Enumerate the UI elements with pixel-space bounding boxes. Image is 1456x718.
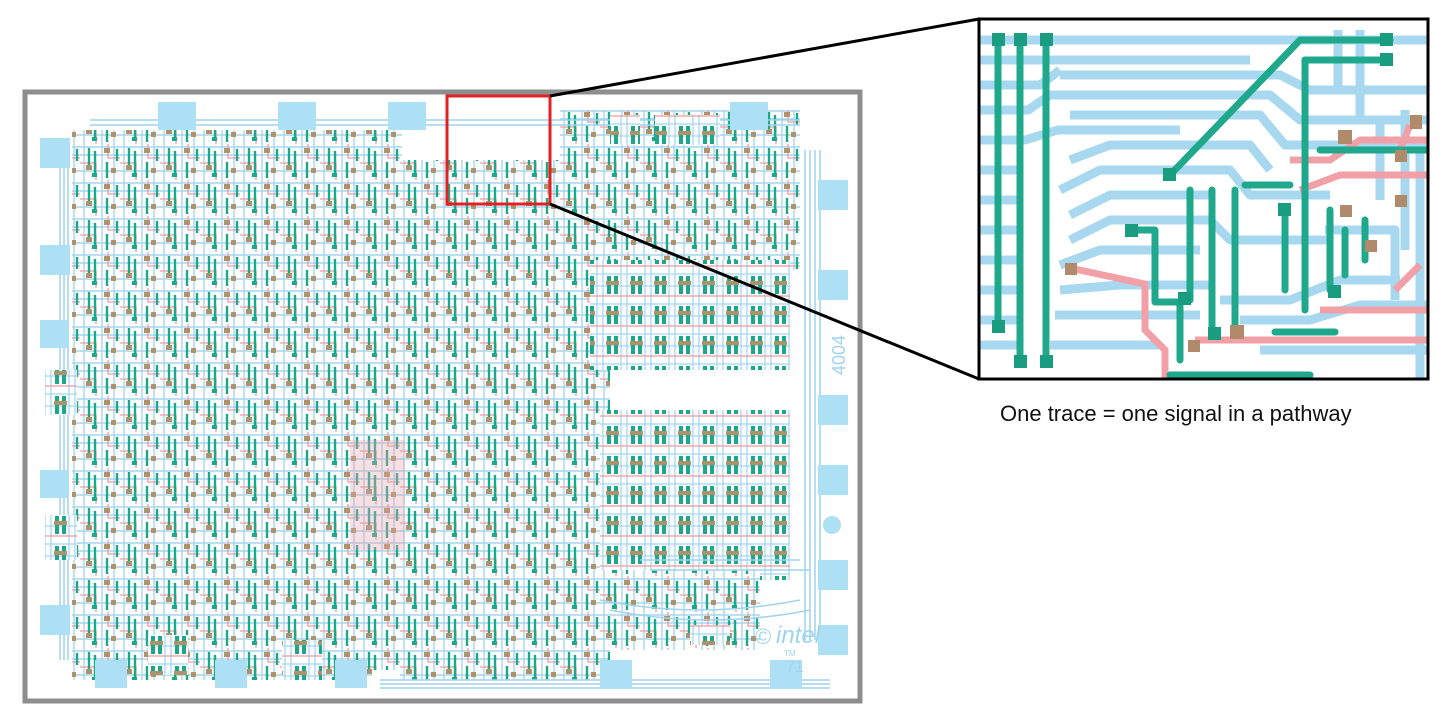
zoom-inset-frame [977, 17, 1430, 381]
highlight-box [445, 94, 552, 206]
trademark-mark: TM [784, 649, 796, 658]
chip-label: 4004 [829, 335, 849, 375]
callout-line-top [549, 17, 980, 98]
bonding-pads [40, 102, 848, 688]
callout-line-bottom [549, 202, 980, 381]
zoom-caption: One trace = one signal in a pathway [1000, 401, 1352, 426]
chip-die: 4004 © intel TM 71 [22, 89, 863, 704]
copyright-symbol: © [755, 624, 771, 649]
logic-blocks [45, 115, 730, 680]
brand-logo-text: intel [776, 622, 821, 649]
year-mark: 71 [786, 659, 804, 676]
memory-array-upper [590, 260, 790, 370]
memory-array-lower [600, 410, 790, 580]
zoom-inset [977, 17, 1430, 381]
